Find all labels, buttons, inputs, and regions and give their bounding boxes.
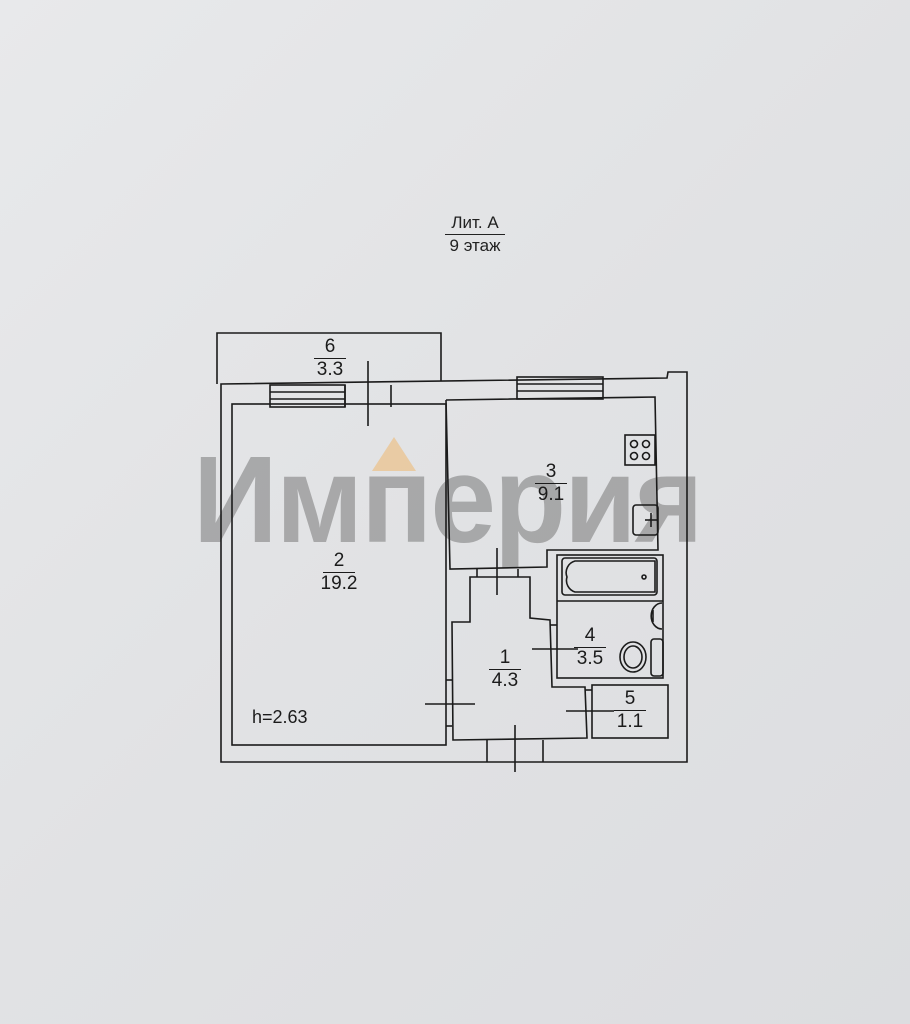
toilet-icon (619, 641, 647, 673)
plan-title: Лит. А 9 этаж (420, 213, 530, 256)
balcony-wall (216, 332, 442, 384)
room-3-outline (445, 396, 659, 570)
bathtub-drain-icon (641, 574, 647, 580)
room-1-outline (451, 576, 588, 741)
door-room-5 (566, 689, 614, 712)
stove-icon (624, 434, 656, 466)
door-balcony (344, 361, 392, 426)
ceiling-height: h=2.63 (252, 707, 308, 727)
bathtub-icon (561, 557, 658, 596)
toilet-tank-icon (650, 638, 664, 677)
window-room-3 (516, 376, 604, 400)
sink-icon (632, 504, 659, 536)
outer-wall (220, 371, 688, 763)
watermark-roof-icon (372, 437, 416, 471)
bathtub-inner (565, 560, 656, 593)
door-room-2 (425, 679, 475, 727)
toilet-bowl-inner (623, 645, 643, 669)
washbasin-icon (650, 602, 663, 630)
room-4-outline (556, 554, 664, 679)
entrance-door (486, 725, 544, 772)
building-label: Лит. А (445, 213, 505, 235)
door-bathroom (532, 624, 578, 650)
door-kitchen (476, 548, 519, 595)
floor-label: 9 этаж (449, 236, 501, 255)
room-2-outline (231, 403, 447, 746)
